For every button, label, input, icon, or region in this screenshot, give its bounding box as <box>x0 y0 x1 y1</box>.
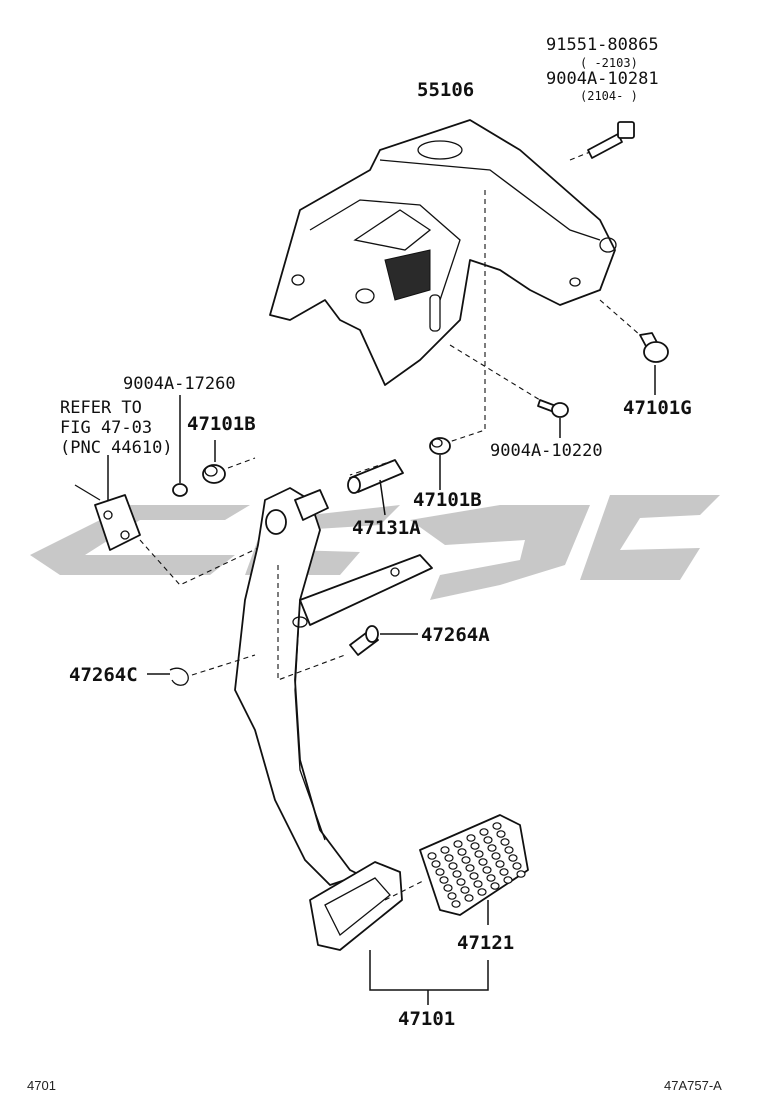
pad-texture-dot <box>473 880 483 888</box>
pedal-pad-base <box>309 861 403 951</box>
page-code: 4701 <box>27 1078 56 1093</box>
labels: 55106 91551-80865 ( -2103) 9004A-10281 (… <box>27 35 722 1093</box>
pad-texture-dot <box>496 830 506 838</box>
pad-texture-dot <box>465 864 475 872</box>
bolt-47101g <box>639 332 669 363</box>
pedal-bracket-55106 <box>269 119 617 386</box>
label-47121: 47121 <box>457 932 514 954</box>
pad-texture-dot <box>504 846 514 854</box>
label-47101g: 47101G <box>623 397 692 419</box>
pad-texture-dot <box>457 848 467 856</box>
label-refer-3: (PNC 44610) <box>60 438 173 458</box>
bolt-9004a-10220 <box>537 399 569 418</box>
pad-texture-dot <box>448 862 458 870</box>
pad-texture-dot <box>464 894 474 902</box>
collar-47101b-right <box>429 437 451 455</box>
collar-47101b-left <box>202 464 226 484</box>
pad-texture-dot <box>512 862 522 870</box>
pad-texture-dot <box>487 844 497 852</box>
clip-47264c <box>169 667 189 686</box>
pad-texture-dot <box>500 838 510 846</box>
label-bolt-top-2: 9004A-10281 <box>546 69 659 89</box>
pad-texture-dot <box>452 870 462 878</box>
label-47264c: 47264C <box>69 664 138 686</box>
label-bolt-top-1: 91551-80865 <box>546 35 659 55</box>
label-55106: 55106 <box>417 79 474 101</box>
pad-texture-dot <box>483 836 493 844</box>
pad-texture-dot <box>490 882 500 890</box>
pad-texture-dot <box>469 872 479 880</box>
pin-47264a <box>349 625 379 656</box>
pad-texture-dot <box>499 868 509 876</box>
pad-texture-dot <box>439 876 449 884</box>
label-47101: 47101 <box>398 1008 455 1030</box>
pad-texture-dot <box>495 860 505 868</box>
label-bolt-top-1-range: ( -2103) <box>580 56 638 70</box>
pad-texture-dot <box>460 886 470 894</box>
pad-texture-dot <box>479 828 489 836</box>
label-bolt-top-2-range: (2104- ) <box>580 89 638 103</box>
pedal-pad-47121 <box>419 814 529 916</box>
figure-code: 47A757-A <box>664 1078 722 1093</box>
pad-texture-dot <box>435 868 445 876</box>
pad-texture-dot <box>466 834 476 842</box>
pad-texture-dot <box>470 842 480 850</box>
pad-texture-dot <box>482 866 492 874</box>
pad-texture-dot <box>461 856 471 864</box>
label-47264a: 47264A <box>421 624 490 646</box>
label-47101b-left: 47101B <box>187 413 256 435</box>
clevis-reference <box>74 484 141 551</box>
pad-texture-dot <box>453 840 463 848</box>
pad-texture-dot <box>508 854 518 862</box>
nut-9004a-17260 <box>172 483 188 497</box>
pad-texture-dot <box>503 876 513 884</box>
pad-texture-dot <box>486 874 496 882</box>
label-47131a: 47131A <box>352 517 421 539</box>
pad-texture-dot <box>443 884 453 892</box>
label-refer-2: FIG 47-03 <box>60 418 152 438</box>
label-47101b-right: 47101B <box>413 489 482 511</box>
pad-texture-dot <box>431 860 441 868</box>
pad-texture-dot <box>516 870 526 878</box>
pad-texture-dot <box>491 852 501 860</box>
pad-texture-dot <box>427 852 437 860</box>
pedal-arm-47101 <box>234 487 433 886</box>
pad-texture-dot <box>451 900 461 908</box>
label-9004a-17260: 9004A-17260 <box>123 374 236 394</box>
pad-texture-dot <box>440 846 450 854</box>
label-9004a-10220: 9004A-10220 <box>490 441 603 461</box>
label-refer-1: REFER TO <box>60 398 142 418</box>
pad-texture-dot <box>447 892 457 900</box>
pad-texture-dot <box>477 888 487 896</box>
bolt-top <box>587 121 635 159</box>
pad-texture-dot <box>456 878 466 886</box>
pad-texture-dot <box>478 858 488 866</box>
pad-texture-dot <box>492 822 502 830</box>
pad-texture-dot <box>444 854 454 862</box>
sleeve-47131a <box>347 459 404 494</box>
pad-texture-dot <box>474 850 484 858</box>
